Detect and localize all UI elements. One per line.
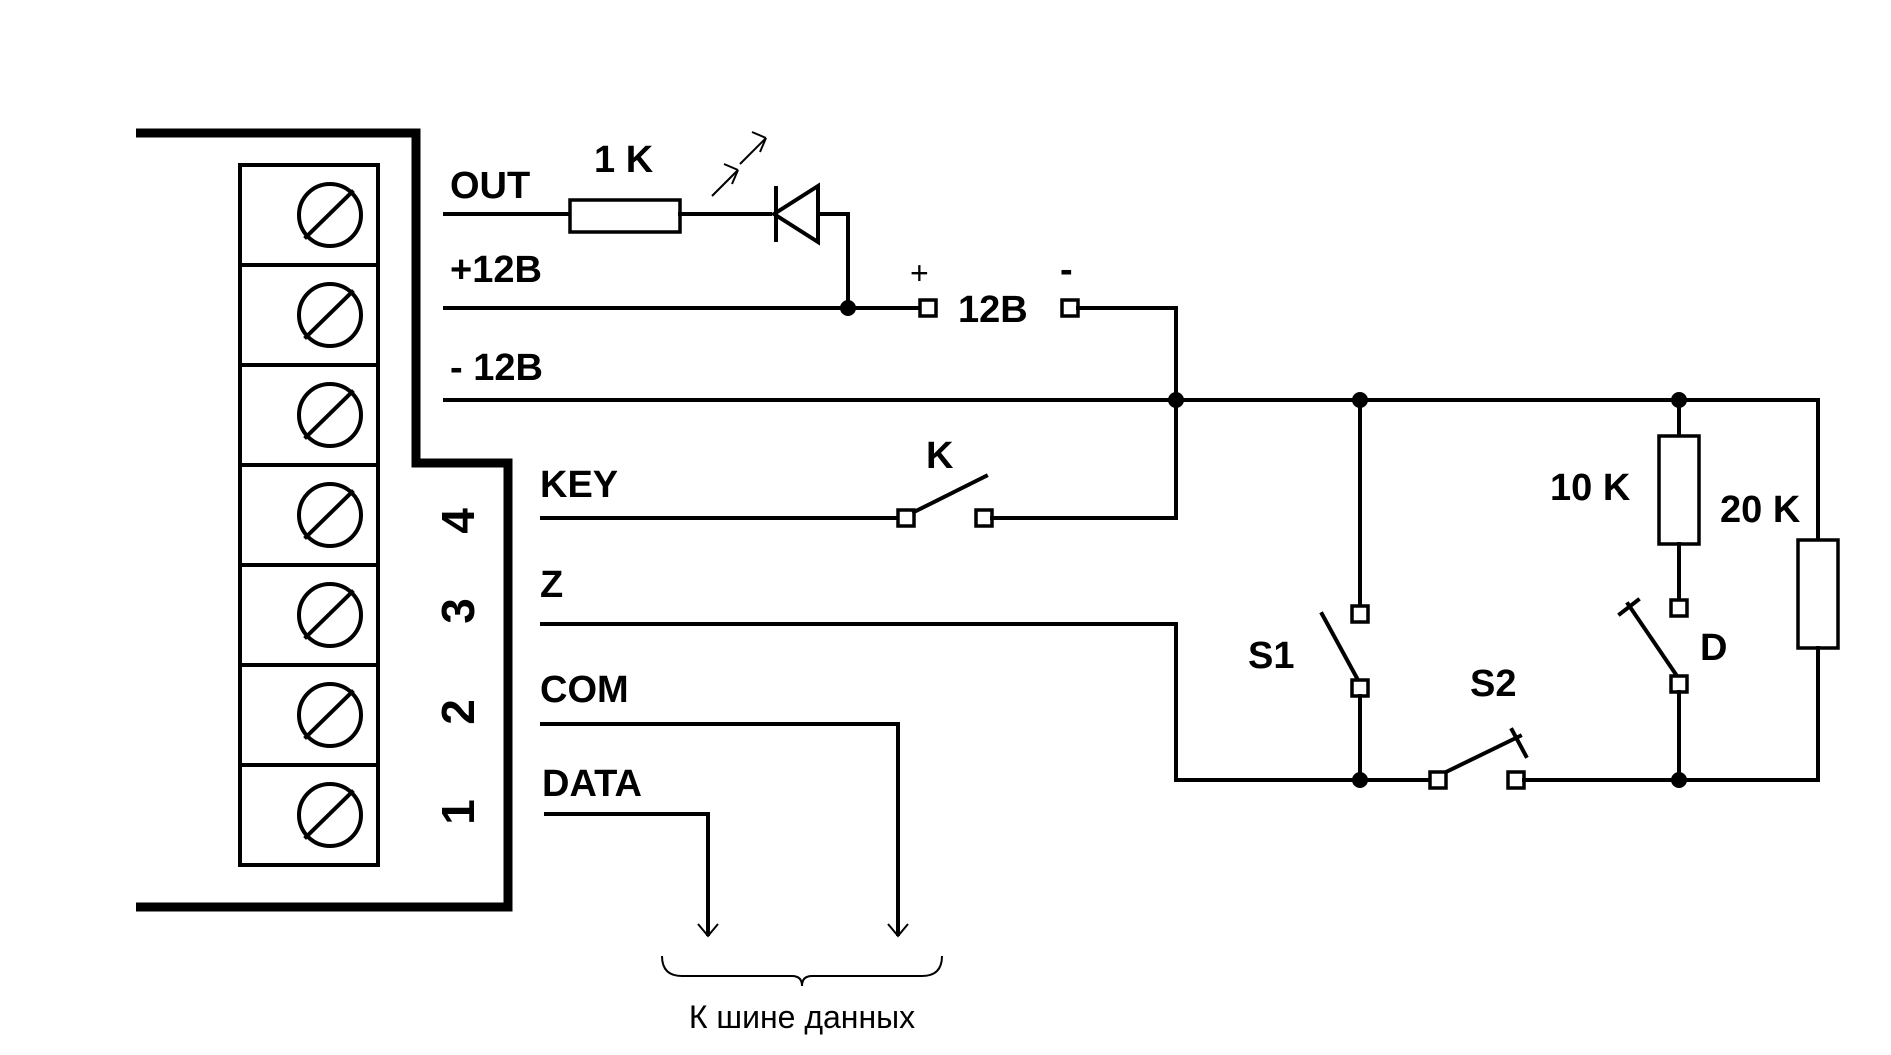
line-label-plus12: +12В <box>450 249 542 291</box>
s2-switch-icon <box>1428 727 1529 790</box>
s1-label: S1 <box>1248 635 1294 677</box>
supply-minus-label: - <box>1060 249 1073 291</box>
resistor-1k-icon <box>568 198 682 234</box>
pin-number-1: 1 <box>432 799 484 825</box>
line-label-com: COM <box>540 669 629 711</box>
resistor-10k-icon <box>1657 434 1701 546</box>
s2-label: S2 <box>1470 663 1516 705</box>
screw-icon <box>297 782 363 848</box>
key-switch-icon <box>896 473 994 528</box>
arrow-down-icon <box>887 923 909 938</box>
key-return-wire <box>990 398 1178 520</box>
supply-plus-label: + <box>910 255 929 291</box>
key-switch-label: K <box>926 435 954 477</box>
supply-minus-terminal <box>1060 298 1080 318</box>
line-label-z: Z <box>540 564 563 606</box>
brace-icon <box>661 955 943 987</box>
supply-voltage-label: 12В <box>958 289 1028 331</box>
screw-icon <box>297 482 363 548</box>
screw-icon <box>297 382 363 448</box>
line-label-out: OUT <box>450 165 530 207</box>
screw-icon <box>297 682 363 748</box>
line-label-minus12: - 12В <box>450 347 543 389</box>
resistor-20k-label: 20 K <box>1720 489 1801 531</box>
resistor-10k-label: 10 K <box>1550 467 1631 509</box>
data-wire <box>544 812 710 936</box>
d-switch-icon <box>1617 597 1689 694</box>
out-circuit <box>443 131 850 310</box>
pin-number-2: 2 <box>432 699 484 725</box>
supply-minus-wire <box>1076 306 1178 402</box>
line-label-data: DATA <box>542 763 642 805</box>
pin-number-3: 3 <box>432 598 484 624</box>
junction-dot <box>1352 772 1368 788</box>
pin-number-4: 4 <box>432 508 484 534</box>
line-label-key: KEY <box>540 464 618 506</box>
terminal-block <box>238 163 380 867</box>
supply-plus-terminal <box>918 298 938 318</box>
screw-icon <box>297 282 363 348</box>
device-housing <box>136 128 513 912</box>
com-wire <box>540 722 900 936</box>
resistor-1k-label: 1 K <box>594 139 654 181</box>
bus-caption: К шине данных <box>689 999 915 1035</box>
led-icon <box>711 131 820 246</box>
screw-icon <box>297 582 363 648</box>
z-wire <box>540 622 1432 782</box>
junction-dot <box>840 300 856 316</box>
screw-icon <box>297 182 363 248</box>
arrow-down-icon <box>697 923 719 938</box>
d-label: D <box>1700 627 1727 669</box>
resistor-20k-icon <box>1796 538 1840 650</box>
s1-switch-icon <box>1319 604 1370 698</box>
